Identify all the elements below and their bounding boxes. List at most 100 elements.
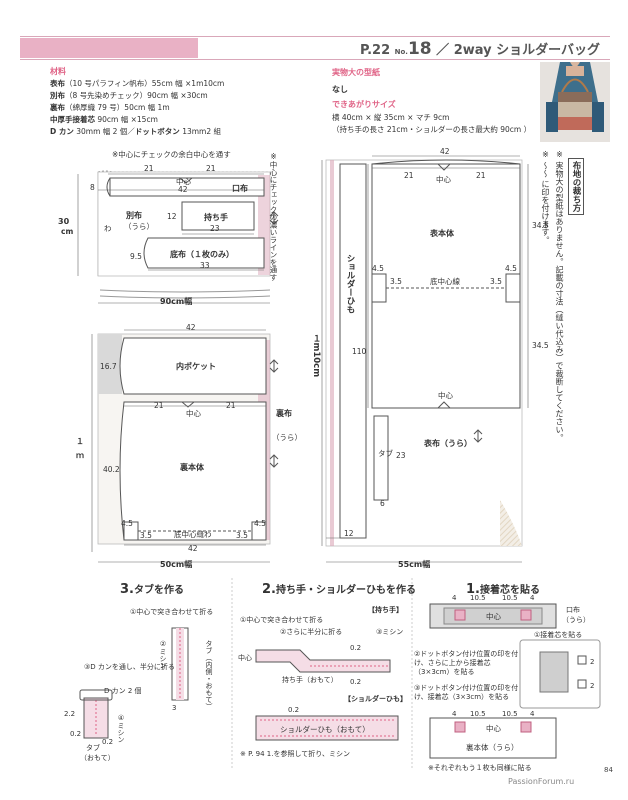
s1-dim-4b: 4 — [530, 594, 535, 602]
d3-width: 55cm幅 — [398, 559, 430, 569]
s2-center: 中心 — [238, 653, 252, 662]
d2-dim-4-5b: 4.5 — [254, 519, 266, 528]
s3-step2: ②ミシン — [159, 640, 167, 669]
cutting-title: 布地の裁ち方 — [568, 158, 584, 215]
step1-illustration — [429, 603, 601, 759]
s2-step3: ③ミシン — [376, 628, 403, 636]
d1-kuchinuno: 口布 — [232, 183, 248, 193]
s1-dim-4c: 4 — [452, 710, 457, 718]
step3-title: 3.タブを作る — [120, 582, 184, 597]
d1-center: 中心 — [176, 176, 191, 186]
s3-dim-3: 3 — [172, 704, 176, 712]
watermark-brand: PassionForum.ru — [508, 777, 575, 786]
s1-dim-10-5b: 10.5 — [502, 594, 518, 602]
d1-dim-8: 8 — [90, 183, 95, 192]
d2-dim-42: 42 — [186, 323, 196, 332]
s2-handle-label: 持ち手（おもて） — [282, 675, 338, 684]
page-number: 84 — [604, 766, 613, 774]
s2-ref: ※ P. 94 1.を参照して折り、ミシン — [240, 749, 350, 758]
s3-step4: ④ミシン — [117, 714, 125, 743]
fabric-layout-betsununo — [77, 170, 279, 304]
s1-dim-4a: 4 — [452, 594, 457, 602]
d2-bottom-center: 底中心縫わ — [174, 529, 212, 539]
finished-size-note: （持ち手の長さ 21cm・ショルダーの長さ最大約 90cm ） — [332, 125, 532, 134]
d1-cm: cm — [61, 227, 73, 236]
page-ref: P.22 — [359, 43, 391, 58]
d2-dim-4-5a: 4.5 — [121, 519, 133, 528]
d3-dim-3-5a: 3.5 — [390, 277, 402, 286]
s3-dkan: D カン 2 個 — [104, 686, 142, 695]
s2-sub-strap: 【ショルダーひも】 — [344, 694, 407, 703]
d1-ura: （うら） — [124, 222, 154, 231]
d3-dim-34-5b: 34.5 — [532, 341, 549, 350]
d2-dim-3-5a: 3.5 — [140, 531, 152, 540]
d1-note: ※中心にチェックの余白中心を通す — [112, 149, 231, 159]
s3-omote: （おもて） — [80, 754, 115, 762]
d3-dim-6: 6 — [380, 499, 385, 508]
s1-step2: ②ドットボタン付け位置の印を付け、さらに上から接着芯（3×3cm）を貼る — [414, 650, 519, 676]
material-line: 別布（8 号先染めチェック）90cm 幅 ×30cm — [50, 91, 208, 100]
d2-lining-body: 裏本体 — [179, 462, 205, 472]
d1-dim-42: 42 — [178, 185, 188, 194]
d3-dim-34-5a: 34.5 — [532, 221, 549, 230]
s1-center2: 中心 — [486, 723, 501, 733]
s3-dim-0-2a: 0.2 — [70, 730, 81, 738]
d1-dim-9-5: 9.5 — [130, 252, 142, 261]
pattern-value: なし — [332, 85, 348, 94]
d3-dim-21a: 21 — [404, 171, 414, 180]
s3-tab-label: タブ（内側・おもて） — [205, 640, 213, 710]
d2-width: 50cm幅 — [160, 559, 192, 569]
d1-vertical-note: ※中心にチェックの濃いラインを通す — [269, 152, 278, 281]
step1-title: 1.接着芯を貼る — [466, 582, 540, 597]
d2-dim-21b: 21 — [226, 401, 236, 410]
s2-dim-0-2c: 0.2 — [288, 706, 299, 714]
d1-dim-12: 12 — [167, 212, 177, 221]
d1-dim-23: 23 — [210, 224, 220, 233]
s2-sub-handle: 【持ち手】 — [368, 605, 403, 614]
d2-ura: （うら） — [272, 433, 302, 442]
step3-illustration — [79, 627, 189, 739]
material-line: 中厚手接着芯 90cm 幅 ×15cm — [50, 115, 158, 124]
d3-shoulder-strap: ショルダーひも — [345, 254, 355, 314]
s1-dim-2a: 2 — [590, 658, 594, 666]
header-accent-bar — [20, 38, 198, 58]
pattern-heading: 実物大の型紙 — [332, 68, 380, 77]
s1-sub: ①接着芯を貼る — [534, 630, 582, 639]
d3-dim-21b: 21 — [476, 171, 486, 180]
page-title: P.22 No.18 ／ 2way ショルダーバッグ — [300, 39, 600, 59]
d3-dim-3-5b: 3.5 — [490, 277, 502, 286]
d3-length: １m10cm — [311, 334, 321, 378]
d3-dim-42: 42 — [440, 147, 450, 156]
d2-dim-42b: 42 — [188, 544, 198, 553]
d1-wa: わ — [104, 224, 112, 233]
d3-dim-4-5a: 4.5 — [372, 264, 384, 273]
fabric-layout-omotenuno — [321, 155, 529, 563]
materials-heading: 材料 — [50, 67, 66, 76]
bag-photo-image — [540, 62, 610, 142]
d3-center2: 中心 — [438, 390, 453, 400]
d1-mochite: 持ち手 — [204, 212, 228, 222]
s1-kuchinuno-ura: （うら） — [562, 616, 590, 624]
d1-dim-21b: 21 — [206, 164, 216, 173]
s3-tab: タブ — [86, 743, 100, 752]
product-photo — [540, 62, 610, 142]
d2-dim-3-5b: 3.5 — [236, 531, 248, 540]
d2-uranuno: 裏布 — [275, 408, 292, 418]
d3-outer-fabric: 表布（うら） — [423, 438, 472, 448]
s2-dim-0-2b: 0.2 — [350, 678, 361, 686]
s1-kuchinuno: 口布 — [566, 605, 580, 614]
d1-dim-33: 33 — [200, 261, 210, 270]
d3-outer-body: 表本体 — [429, 228, 455, 238]
d2-dim-16-7: 16.7 — [100, 362, 117, 371]
s1-step3: ③ドットボタン付け位置の印を付け、接着芯（3×3cm）を貼る — [414, 684, 519, 701]
step2-illustration — [255, 649, 399, 741]
s2-dim-0-2a: 0.2 — [350, 644, 361, 652]
s1-dim-10-5d: 10.5 — [502, 710, 518, 718]
no-prefix: No. — [394, 48, 408, 56]
material-line: 表布（10 号パラフィン帆布）55cm 幅 ×1m10cm — [50, 79, 225, 88]
d1-sokonuno: 底布（１枚のみ） — [169, 249, 234, 259]
header-rule — [20, 36, 610, 60]
d3-center: 中心 — [436, 174, 451, 184]
d2-dim-21a: 21 — [154, 401, 164, 410]
